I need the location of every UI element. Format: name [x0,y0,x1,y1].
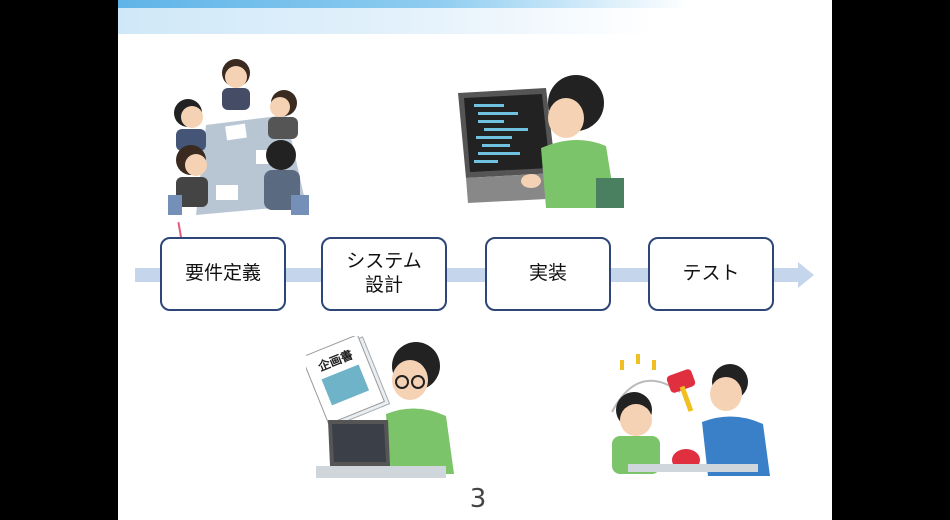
person-body [176,129,206,151]
person-body [702,416,770,476]
laptop-keyboard [466,173,566,203]
person-face [225,66,247,88]
code-lines [474,104,528,163]
header-accent-band [118,8,832,34]
step-requirements: 要件定義 [160,237,286,311]
person-face [185,154,207,176]
chair [168,195,182,215]
document-stack: 企画書 [306,336,391,427]
table [628,464,758,472]
chair [291,195,309,215]
step-label: テスト [682,262,740,285]
header-accent-bar [118,0,832,8]
step-testing: テスト [648,237,774,311]
glasses [395,375,409,389]
step-label: 実装 [528,262,567,285]
process-flow-line [135,268,800,282]
slide: 企画書 要件定義 システム [118,0,832,520]
step-implementation: 実装 [485,237,611,311]
person-face [710,377,742,411]
toy-hammer [666,369,696,393]
flow-arrow-icon [798,262,814,288]
person-face [392,360,428,400]
person-hair [266,140,296,170]
step-label: 要件定義 [184,262,261,285]
step-system-design: システム 設計 [321,237,447,311]
person-face [270,97,290,117]
hammer-test-illustration [611,354,770,476]
person-face [181,106,203,128]
person-body [268,117,298,139]
person-body [222,88,250,110]
impact-marks [620,354,656,370]
desk [316,466,446,478]
document-image [321,364,370,406]
page-number: 3 [469,484,487,514]
person-hand [521,174,541,188]
chair [596,178,624,208]
planner-with-document-illustration: 企画書 [306,336,454,478]
programmer-laptop-illustration [458,75,624,208]
paper [216,185,238,200]
meeting-people-illustration [168,59,309,215]
person-face [620,404,652,436]
step-label: システム [346,250,422,273]
person-body [386,408,454,474]
person-body [176,177,208,207]
person-face [548,98,584,138]
step-label-line2: 設計 [364,274,403,296]
paper [225,123,247,141]
